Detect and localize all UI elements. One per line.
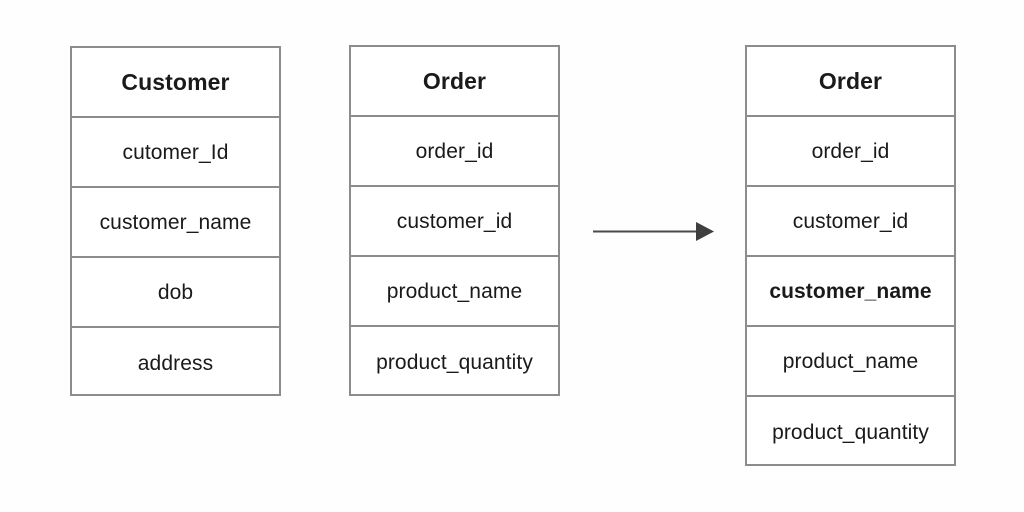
entity-table-customer-title: Customer xyxy=(72,48,279,118)
entity-table-order-before-title: Order xyxy=(351,47,558,117)
entity-column-customer-name-added: customer_name xyxy=(747,257,954,327)
entity-column-customer-name: customer_name xyxy=(72,188,279,258)
transformation-arrow-icon xyxy=(593,222,714,241)
entity-table-order-before: Order order_id customer_id product_name … xyxy=(349,45,560,396)
entity-column-cutomer-id: cutomer_Id xyxy=(72,118,279,188)
entity-column-order-id: order_id xyxy=(351,117,558,187)
arrow-head xyxy=(696,222,714,241)
entity-table-order-after: Order order_id customer_id customer_name… xyxy=(745,45,956,466)
entity-column-address: address xyxy=(137,351,214,375)
entity-column-dob: dob xyxy=(72,258,279,328)
entity-column-product-name: product_name xyxy=(351,257,558,327)
entity-table-customer: Customer cutomer_Id customer_name dob ad… xyxy=(70,46,281,396)
entity-column-product-quantity: product_quantity xyxy=(772,420,929,444)
entity-column-customer-id: customer_id xyxy=(747,187,954,257)
entity-column-product-quantity: product_quantity xyxy=(376,350,533,374)
entity-table-order-after-title: Order xyxy=(747,47,954,117)
entity-column-customer-id: customer_id xyxy=(351,187,558,257)
entity-column-order-id: order_id xyxy=(747,117,954,187)
entity-column-product-name: product_name xyxy=(747,327,954,397)
